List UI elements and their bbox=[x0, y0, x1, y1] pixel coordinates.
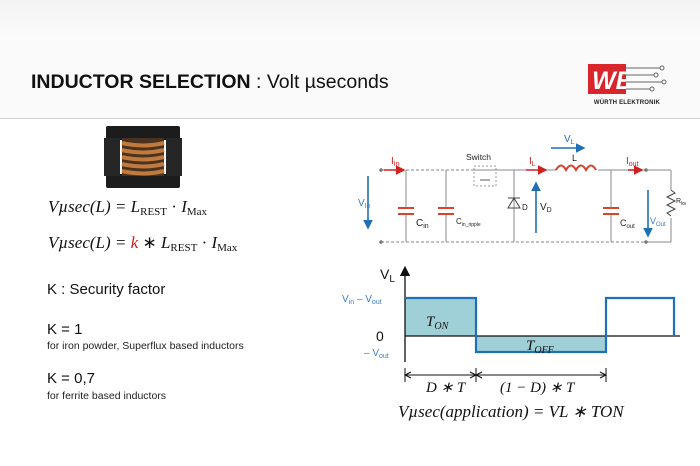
formula-with-k: Vµsec(L) = k ∗ LREST · IMax bbox=[48, 233, 238, 254]
vl-waveform-line bbox=[405, 296, 676, 354]
logo-letters: WE bbox=[592, 67, 634, 95]
inductor-voltage-waveform: VL Vin – Vout 0 – Vout TON TOFF D ∗ T (1… bbox=[342, 265, 680, 396]
vin-minus-vout-label: Vin – Vout bbox=[342, 294, 382, 306]
iout-label: Iout bbox=[626, 156, 639, 168]
application-formula: Vµsec(application) = VL ∗ TON bbox=[398, 402, 624, 421]
vd-label: VD bbox=[540, 202, 552, 214]
minus-vout-label: – Vout bbox=[364, 348, 389, 360]
top-band bbox=[0, 0, 700, 40]
formula-basic: Vµsec(L) = LREST · IMax bbox=[48, 197, 208, 218]
k2-label: K = 0,7 bbox=[47, 370, 95, 387]
ton-label: TON bbox=[426, 314, 450, 332]
toff-label: TOFF bbox=[526, 338, 555, 356]
d-times-t-label: D ∗ T bbox=[425, 380, 467, 396]
vl-axis-label: VL bbox=[380, 266, 395, 285]
vin-label: VIn bbox=[358, 198, 371, 210]
title-bar bbox=[0, 40, 700, 119]
cin-ripple-label: Cin_ripple bbox=[456, 217, 481, 228]
buck-converter-schematic: Switch IIn IL L VL Iout Rload VIn Cin Ci… bbox=[358, 134, 686, 244]
il-label: IL bbox=[529, 156, 536, 168]
iin-label: IIn bbox=[391, 156, 400, 168]
switch-label: Switch bbox=[466, 152, 491, 162]
one-minus-d-times-t-label: (1 − D) ∗ T bbox=[500, 380, 576, 396]
toff-area bbox=[476, 336, 606, 352]
cin-label: Cin bbox=[416, 218, 429, 230]
vl-label: VL bbox=[564, 134, 575, 146]
inductor-l-label: L bbox=[572, 153, 577, 163]
wurth-logo-icon: WE bbox=[588, 64, 667, 95]
k2-note: for ferrite based inductors bbox=[47, 390, 167, 402]
k1-label: K = 1 bbox=[47, 321, 83, 338]
ton-area bbox=[405, 298, 476, 336]
title-rest: : Volt µseconds bbox=[250, 71, 389, 93]
diode-label: D bbox=[522, 203, 528, 212]
vout-label: VOut bbox=[650, 216, 666, 228]
inductor-component-icon bbox=[104, 126, 182, 188]
logo-text: WÜRTH ELEKTRONIK bbox=[593, 100, 661, 106]
k1-note: for iron powder, Superflux based inducto… bbox=[47, 340, 244, 352]
cout-label: Cout bbox=[620, 218, 635, 230]
title-bold: INDUCTOR SELECTION bbox=[31, 71, 251, 93]
rload-label: Rload bbox=[676, 198, 686, 207]
slide-title: INDUCTOR SELECTION : Volt µseconds bbox=[31, 71, 389, 94]
zero-label: 0 bbox=[376, 328, 384, 344]
security-factor-label: K : Security factor bbox=[47, 281, 166, 298]
